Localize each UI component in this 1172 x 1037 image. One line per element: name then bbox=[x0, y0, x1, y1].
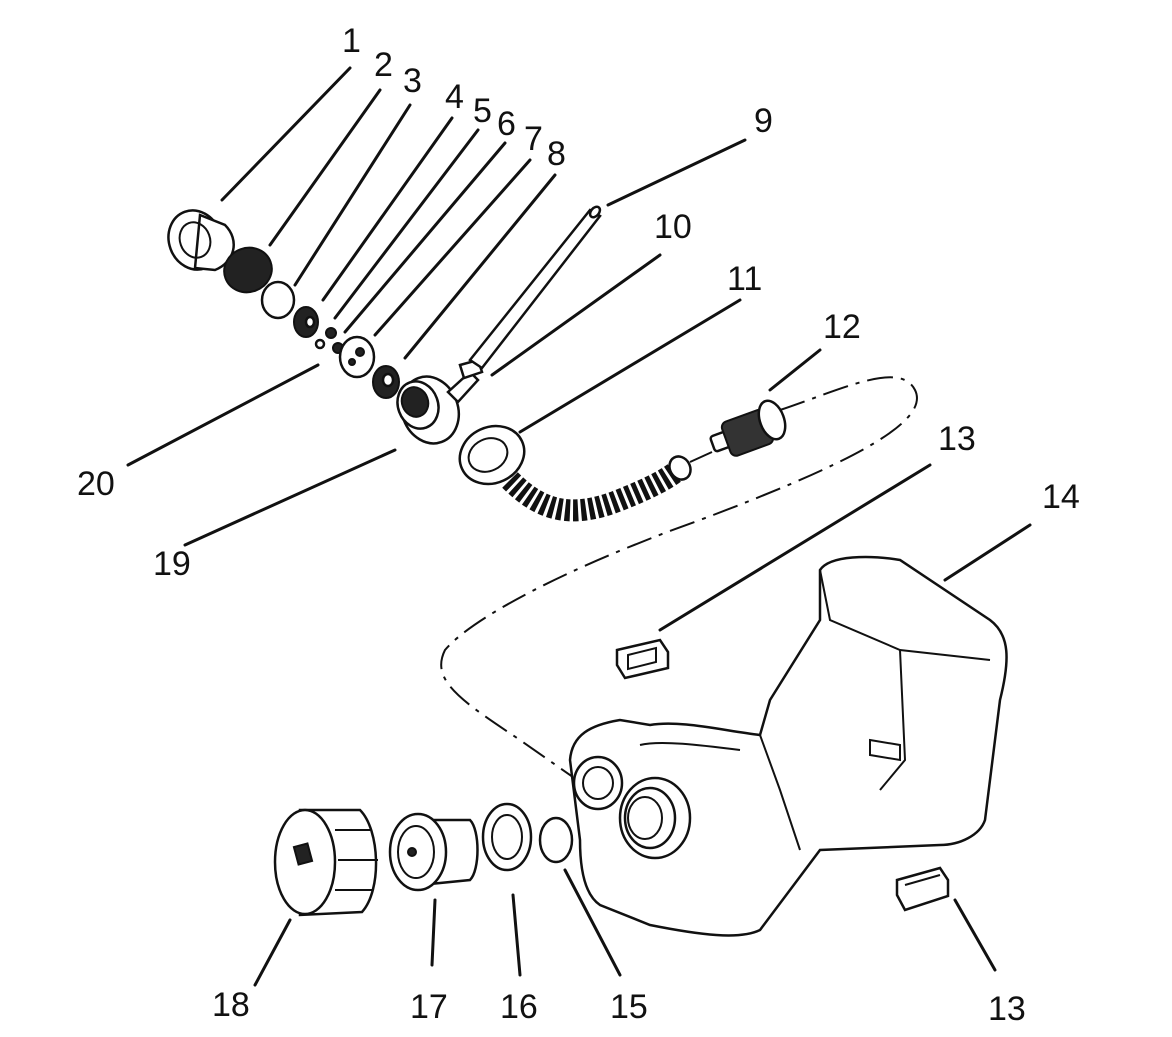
part-6-ball bbox=[314, 338, 326, 350]
callout-9: 9 bbox=[754, 102, 773, 140]
fuel-hose bbox=[502, 459, 688, 522]
part-13-clip-lower bbox=[895, 866, 950, 912]
callout-16: 16 bbox=[500, 988, 538, 1026]
part-18-fuel-cap bbox=[273, 808, 378, 917]
part-19-pump-housing bbox=[396, 370, 480, 445]
callout-18: 18 bbox=[212, 986, 250, 1024]
callout-13-lower: 13 bbox=[988, 990, 1026, 1028]
callout-6: 6 bbox=[497, 105, 516, 143]
callout-20: 20 bbox=[77, 465, 115, 503]
callout-17: 17 bbox=[410, 988, 448, 1026]
part-12-pickup-filter bbox=[709, 399, 787, 457]
callout-15: 15 bbox=[610, 988, 648, 1026]
fuel-line-path bbox=[440, 376, 918, 811]
part-5-ball bbox=[325, 327, 337, 339]
callout-11: 11 bbox=[727, 260, 762, 298]
part-15-gasket bbox=[538, 816, 574, 864]
callout-4: 4 bbox=[445, 78, 464, 116]
part-16-retainer bbox=[481, 802, 533, 872]
callout-14: 14 bbox=[1042, 478, 1080, 516]
callout-3: 3 bbox=[403, 62, 422, 100]
callout-12: 12 bbox=[823, 308, 861, 346]
tank-grommet-port bbox=[572, 755, 624, 811]
leader-lines bbox=[126, 66, 1032, 987]
part-2-bulb bbox=[223, 246, 273, 294]
part-17-filter bbox=[388, 812, 479, 892]
callout-13-upper: 13 bbox=[938, 420, 976, 458]
callout-8: 8 bbox=[547, 135, 566, 173]
callout-7: 7 bbox=[524, 120, 543, 158]
callout-labels: 1 2 3 4 5 6 7 8 9 10 11 12 13 14 13 15 1… bbox=[77, 22, 1080, 1028]
part-3-disc bbox=[260, 280, 296, 320]
part-1-cap bbox=[167, 209, 235, 272]
part-7-body bbox=[338, 335, 376, 379]
callout-2: 2 bbox=[374, 46, 393, 84]
callout-19: 19 bbox=[153, 545, 191, 583]
tank-filler-neck bbox=[618, 776, 692, 860]
part-11-grommet bbox=[458, 424, 526, 486]
callout-1: 1 bbox=[342, 22, 361, 60]
part-13-clip-upper bbox=[615, 638, 670, 680]
callout-5: 5 bbox=[473, 92, 492, 130]
callout-10: 10 bbox=[654, 208, 692, 246]
part-9-tube bbox=[468, 208, 602, 370]
